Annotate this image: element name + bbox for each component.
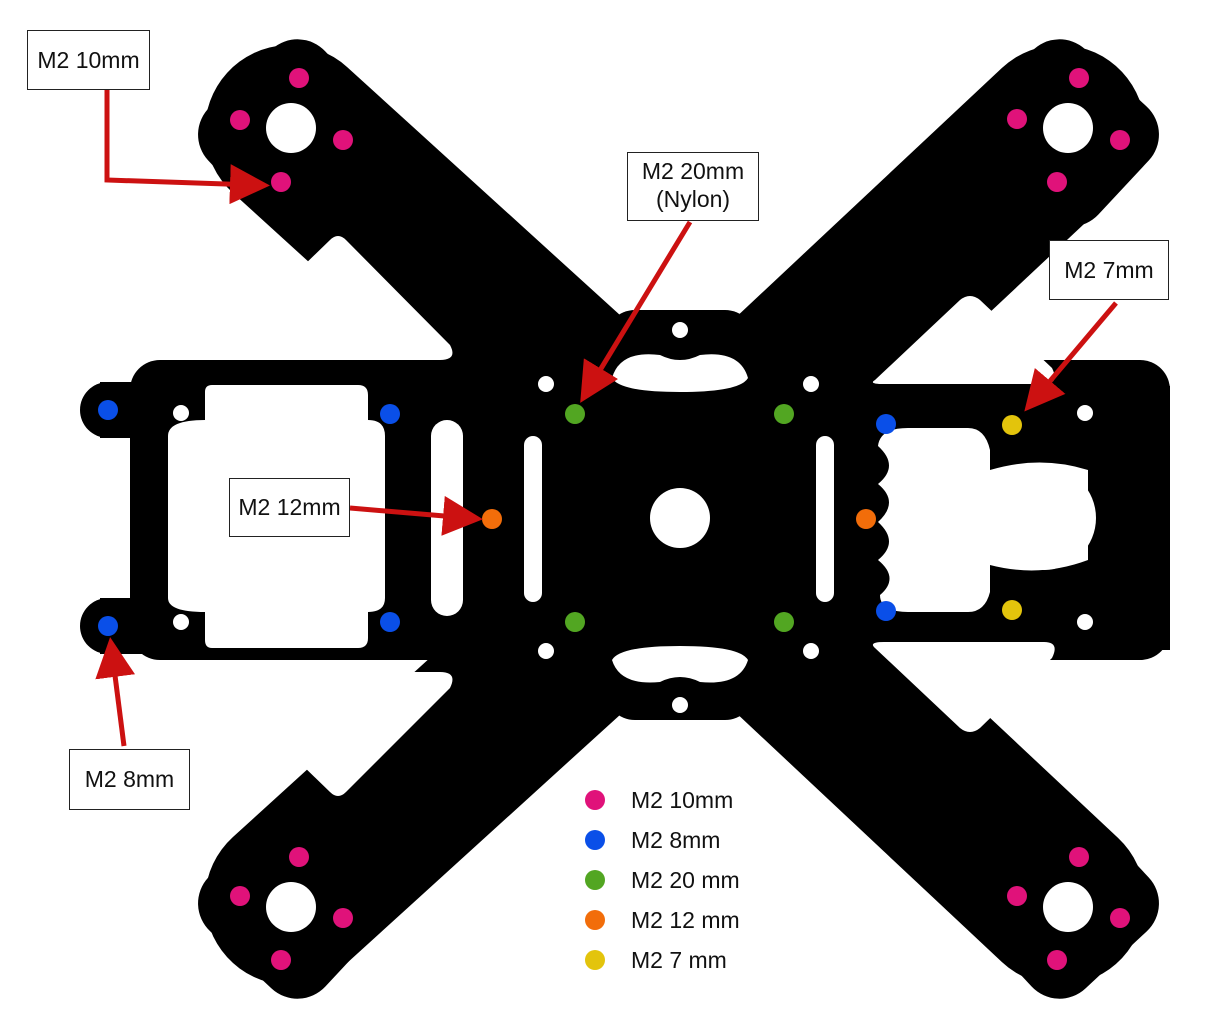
callout-m2-12mm: M2 12mm: [229, 478, 350, 537]
frame-tab-right-top: [1110, 386, 1170, 410]
screw-m2-10mm: [1007, 109, 1027, 129]
small-hole-7: [672, 322, 688, 338]
callout-m2-7mm: M2 7mm: [1049, 240, 1169, 300]
cutout-camera-ring: [992, 466, 1096, 570]
cutout-triangle-upper-left: [262, 236, 453, 360]
cutout-triangle-lower-right: [872, 642, 1055, 732]
screw-markers: [98, 68, 1130, 970]
legend-dot-icon: [585, 790, 605, 810]
screw-m2-10mm: [333, 908, 353, 928]
legend-label: M2 20 mm: [631, 866, 740, 893]
small-hole-10: [1077, 614, 1093, 630]
cutout-triangle-lower-left: [266, 672, 453, 796]
legend-item-m2-20mm: M2 20 mm: [585, 860, 740, 900]
arrow-m2-8mm: [95, 637, 136, 747]
frame-arm-bottom-left: [205, 515, 705, 985]
legend-label: M2 10mm: [631, 786, 734, 813]
screw-m2-10mm: [1047, 950, 1067, 970]
small-hole-1: [173, 405, 189, 421]
legend-item-m2-8mm: M2 8mm: [585, 820, 740, 860]
cutout-lens-bottom: [612, 646, 748, 683]
legend-item-m2-7mm: M2 7 mm: [585, 940, 740, 980]
frame-cutouts: [168, 103, 1096, 932]
cutout-triangle-upper-right: [872, 296, 1055, 384]
callout-m2-20mm-line1: M2 20mm: [641, 158, 745, 184]
callout-m2-10mm: M2 10mm: [27, 30, 150, 90]
small-hole-5: [803, 376, 819, 392]
screw-m2-10mm: [1069, 847, 1089, 867]
screw-m2-20mm: [774, 612, 794, 632]
legend-label: M2 8mm: [631, 826, 721, 853]
callout-arrows: [95, 90, 1118, 747]
callout-m2-10mm-text: M2 10mm: [37, 47, 140, 73]
screw-m2-10mm: [271, 950, 291, 970]
screw-m2-8mm: [98, 400, 118, 420]
arrow-m2-7mm: [1024, 301, 1118, 412]
cutout-slot-mid-left: [524, 436, 542, 602]
callout-m2-7mm-text: M2 7mm: [1064, 257, 1154, 283]
arrow-m2-20mm: [580, 220, 693, 403]
motor-hole-bottom-right: [1043, 882, 1093, 932]
callout-m2-8mm-text: M2 8mm: [84, 766, 175, 792]
legend-dot-icon: [585, 950, 605, 970]
screw-m2-10mm: [1047, 172, 1067, 192]
legend-label: M2 7 mm: [631, 946, 727, 973]
small-hole-4: [538, 643, 554, 659]
screw-m2-12mm: [482, 509, 502, 529]
screw-m2-7mm: [1002, 415, 1022, 435]
motor-hole-top-right: [1043, 103, 1093, 153]
callout-m2-20mm-line2: (Nylon): [655, 186, 731, 212]
small-hole-6: [803, 643, 819, 659]
small-hole-3: [538, 376, 554, 392]
screw-m2-8mm: [380, 612, 400, 632]
screw-m2-12mm: [856, 509, 876, 529]
small-hole-9: [1077, 405, 1093, 421]
arrow-m2-10mm: [104, 90, 270, 205]
motor-hole-top-left: [266, 103, 316, 153]
screw-m2-8mm: [380, 404, 400, 424]
frame-tab-right-bottom: [1110, 626, 1170, 650]
screw-m2-20mm: [774, 404, 794, 424]
legend-dot-icon: [585, 870, 605, 890]
screw-m2-7mm: [1002, 600, 1022, 620]
legend-dot-icon: [585, 910, 605, 930]
small-hole-8: [672, 697, 688, 713]
callout-m2-8mm: M2 8mm: [69, 749, 190, 810]
screw-m2-20mm: [565, 404, 585, 424]
cutout-slot-mid-right: [816, 436, 834, 602]
small-hole-2: [173, 614, 189, 630]
screw-m2-10mm: [230, 110, 250, 130]
screw-m2-10mm: [1110, 908, 1130, 928]
screw-m2-20mm: [565, 612, 585, 632]
screw-m2-10mm: [271, 172, 291, 192]
arrow-m2-12mm: [349, 495, 483, 536]
screw-m2-10mm: [333, 130, 353, 150]
screw-m2-8mm: [876, 601, 896, 621]
screw-m2-10mm: [289, 847, 309, 867]
screw-m2-10mm: [1110, 130, 1130, 150]
screw-m2-10mm: [1069, 68, 1089, 88]
screw-m2-10mm: [289, 68, 309, 88]
callout-m2-20mm-nylon: M2 20mm (Nylon): [627, 152, 759, 221]
legend-item-m2-10mm: M2 10mm: [585, 780, 740, 820]
legend-item-m2-12mm: M2 12 mm: [585, 900, 740, 940]
motor-hole-bottom-left: [266, 882, 316, 932]
legend-dot-icon: [585, 830, 605, 850]
legend-label: M2 12 mm: [631, 906, 740, 933]
legend: M2 10mm M2 8mm M2 20 mm M2 12 mm M2 7 mm: [585, 780, 740, 980]
cutout-lens-top: [612, 354, 748, 392]
screw-m2-8mm: [876, 414, 896, 434]
callout-m2-12mm-text: M2 12mm: [238, 494, 341, 520]
screw-m2-10mm: [230, 886, 250, 906]
screw-m2-10mm: [1007, 886, 1027, 906]
cutout-center-hole: [650, 488, 710, 548]
screw-m2-8mm: [98, 616, 118, 636]
frame-arm-bottom-right: [655, 515, 1145, 985]
